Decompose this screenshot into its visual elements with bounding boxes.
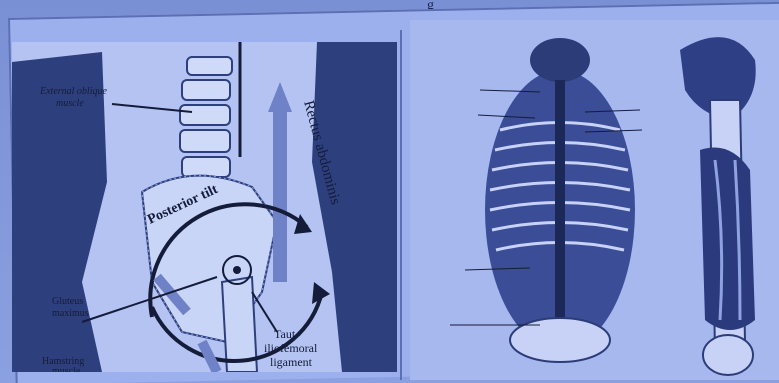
external-oblique-label-1: External oblique: [39, 86, 107, 97]
external-oblique-label-2: muscle: [56, 98, 84, 109]
taut-label-1: Taut: [274, 327, 296, 341]
pelvic-tilt-diagram: External oblique muscle Rectus abdominis…: [12, 42, 397, 372]
gluteus-label-2: maximus: [52, 308, 89, 319]
hamstring-label-2: muscle: [52, 366, 81, 372]
gluteus-label-1: Gluteus: [52, 296, 83, 307]
taut-label-3: ligament: [270, 355, 313, 369]
anatomy-illustrations: [410, 20, 779, 380]
panel-divider: [400, 30, 402, 380]
taut-label-2: iliofemoral: [264, 341, 318, 355]
